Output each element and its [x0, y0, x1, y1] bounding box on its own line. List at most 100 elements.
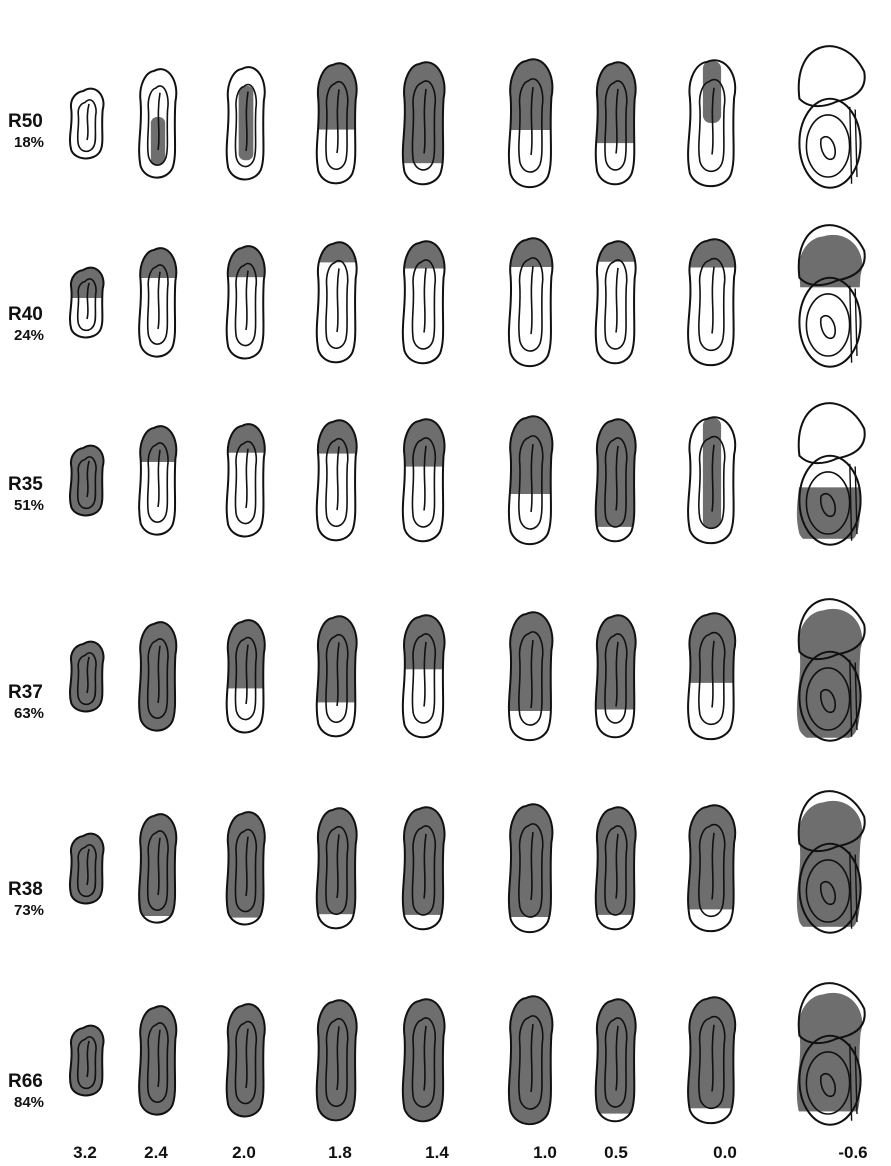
section-r50-3 [227, 67, 265, 179]
section-r50-8 [688, 60, 735, 186]
row-id: R50 [8, 112, 44, 131]
section-midline [158, 450, 160, 507]
section-r38-6 [497, 798, 565, 932]
section-midline [337, 446, 339, 510]
section-r38-4 [305, 802, 369, 928]
section-r37-3 [215, 614, 277, 732]
row-id: R40 [8, 305, 44, 324]
section-midline [424, 268, 426, 333]
section-outline [70, 89, 104, 159]
section-r35-2 [128, 420, 189, 535]
section-r37-7 [584, 609, 648, 737]
row-percent: 51% [8, 498, 44, 513]
column-label: 2.4 [126, 1143, 186, 1163]
section-r38-5 [391, 801, 457, 929]
section-inner-outline [235, 442, 256, 524]
column-label: 3.2 [55, 1143, 115, 1163]
column-label: -0.6 [823, 1143, 883, 1163]
section-r40-7 [584, 235, 648, 363]
column-label: 0.5 [586, 1143, 646, 1163]
section-r50-4 [305, 57, 369, 183]
row-label-r35: R3551% [8, 475, 44, 513]
section-inner-outline [412, 260, 435, 349]
section-r38-8 [676, 799, 748, 931]
section-midline [87, 283, 89, 319]
row-id: R37 [8, 683, 44, 702]
section-cap-outline [799, 403, 865, 463]
section-midline [616, 268, 618, 333]
column-label: 2.0 [214, 1143, 274, 1163]
section-inner-outline [605, 260, 627, 349]
section-r50-5 [391, 56, 457, 184]
section-r35-5 [391, 413, 457, 541]
column-label: 1.4 [407, 1143, 467, 1163]
section-r35-8 [688, 417, 735, 543]
lesion-area [391, 235, 457, 269]
section-midline [158, 272, 160, 329]
section-r37-5 [391, 609, 457, 737]
row-id: R35 [8, 475, 44, 494]
section-midline [424, 446, 426, 511]
section-inner-outline [326, 261, 348, 349]
section-r66-2 [128, 1000, 189, 1120]
lesion-area [215, 418, 277, 453]
section-inner-outline [78, 100, 96, 152]
lesion-area [676, 233, 748, 268]
row-percent: 18% [8, 135, 44, 150]
section-r50-6 [497, 53, 565, 187]
row-percent: 63% [8, 706, 44, 721]
row-label-r50: R5018% [8, 112, 44, 150]
row-label-r40: R4024% [8, 305, 44, 343]
section-r40-4 [305, 236, 369, 362]
section-r38-3 [215, 806, 277, 924]
column-label: 1.8 [310, 1143, 370, 1163]
section-midline [424, 642, 426, 707]
row-label-r37: R3763% [8, 683, 44, 721]
row-label-r38: R3873% [8, 880, 44, 918]
section-r40-8 [676, 233, 748, 365]
row-percent: 24% [8, 328, 44, 343]
lesion-area [584, 235, 648, 262]
section-r37-2 [128, 616, 189, 731]
section-r50-1 [70, 89, 104, 159]
column-label: 1.0 [515, 1143, 575, 1163]
section-r66-1 [59, 1020, 116, 1100]
section-r40-5 [391, 235, 457, 363]
section-r40-9 [784, 225, 876, 367]
section-grid [59, 46, 877, 1125]
row-id: R66 [8, 1072, 44, 1091]
section-midline [246, 271, 248, 330]
section-r66-8 [676, 991, 748, 1123]
section-midline [712, 267, 714, 334]
section-core-outline [821, 316, 836, 339]
section-r37-1 [59, 636, 116, 716]
section-r35-1 [59, 440, 116, 520]
section-r35-6 [497, 416, 565, 544]
section-r35-3 [215, 418, 277, 536]
section-r66-5 [391, 993, 457, 1121]
section-r37-6 [497, 606, 565, 740]
section-r50-7 [584, 56, 648, 184]
section-r35-9 [784, 403, 876, 545]
section-midline [531, 266, 533, 334]
section-inner-outline [699, 259, 725, 351]
lesion-area [305, 236, 369, 262]
column-label: 0.0 [695, 1143, 755, 1163]
section-r40-3 [215, 240, 277, 358]
section-r50-2 [139, 69, 176, 177]
section-inner-outline [806, 294, 849, 356]
section-inner-outline [806, 115, 849, 177]
section-r66-9 [784, 983, 876, 1125]
section-midline [246, 449, 248, 508]
section-inner-outline [519, 258, 543, 351]
section-r38-7 [584, 801, 648, 929]
section-r35-4 [305, 414, 369, 540]
section-r38-1 [59, 828, 116, 908]
section-midline [87, 104, 89, 140]
row-label-r66: R6684% [8, 1072, 44, 1110]
section-r38-9 [784, 791, 876, 933]
section-r37-4 [305, 610, 369, 736]
section-r50-9 [799, 46, 865, 188]
section-r40-1 [59, 262, 116, 337]
